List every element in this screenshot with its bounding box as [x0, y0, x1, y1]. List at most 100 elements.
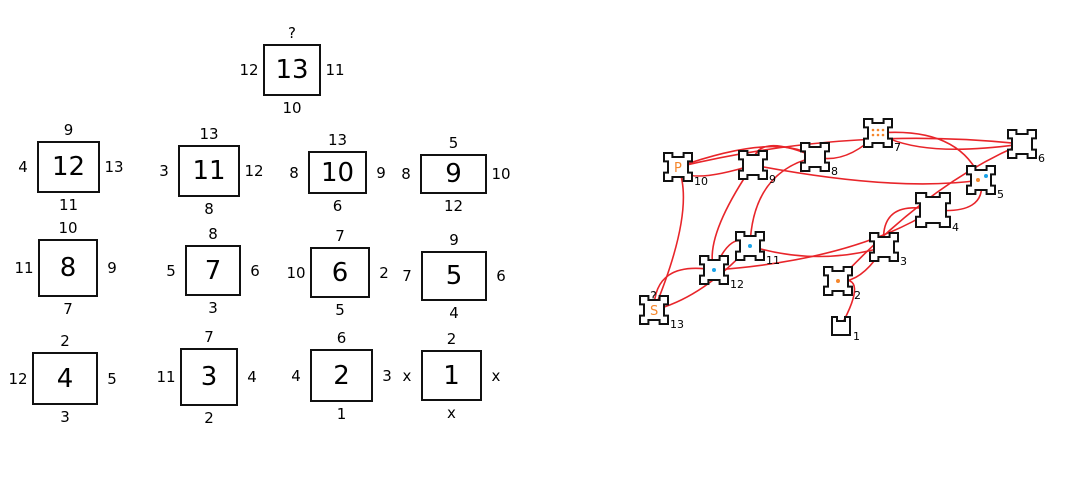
- tile-13-right-neighbor: 11: [325, 61, 345, 79]
- tile-number: 4: [56, 363, 74, 394]
- tile-8-top-neighbor: 10: [58, 219, 78, 237]
- tile-4-right-neighbor: 5: [107, 369, 117, 388]
- tile-3-top-neighbor: 7: [204, 328, 214, 346]
- edge-12-4: [713, 209, 934, 271]
- tile-1-right-neighbor: x: [491, 366, 501, 385]
- node-label: 11: [766, 254, 780, 267]
- node-label: 5: [997, 188, 1004, 201]
- tile-11-top-neighbor: 13: [199, 125, 219, 143]
- item-dot: [881, 133, 885, 137]
- tile-9-left-neighbor: 8: [401, 165, 411, 183]
- tile-12-top-neighbor: 9: [63, 121, 74, 139]
- castle-node-7: 7: [863, 118, 901, 154]
- tile-1-bottom-neighbor: x: [447, 404, 456, 422]
- tile-6-top-neighbor: 7: [335, 227, 345, 245]
- item-dot: [836, 279, 840, 283]
- tile-10-right-neighbor: 9: [376, 163, 386, 182]
- tile-11-left-neighbor: 3: [159, 162, 169, 180]
- tile-6-right-neighbor: 2: [379, 263, 389, 282]
- item-dot: [871, 133, 875, 137]
- tile-12-left-neighbor: 4: [18, 158, 28, 176]
- castle-node-1: 1: [831, 316, 860, 343]
- tile-4-bottom-neighbor: 3: [60, 408, 70, 426]
- tile-10-left-neighbor: 8: [289, 163, 299, 182]
- item-dot: [871, 128, 875, 132]
- tile-number: 9: [445, 159, 462, 189]
- tile-number: 8: [59, 253, 77, 283]
- tile-12-bottom-neighbor: 11: [58, 196, 79, 214]
- tile-10-bottom-neighbor: 6: [332, 197, 343, 215]
- castle-node-3: 3: [869, 232, 907, 268]
- marker-s: S: [650, 304, 658, 319]
- tile-5-top-neighbor: 9: [449, 231, 459, 249]
- tile-number: 12: [51, 152, 86, 182]
- tile-13-bottom-neighbor: 10: [282, 99, 302, 117]
- tile-11-bottom-neighbor: 8: [204, 200, 214, 218]
- node-label: 8: [831, 165, 838, 178]
- node-label: 12: [730, 278, 744, 291]
- tile-4-top-neighbor: 2: [60, 332, 70, 350]
- tile-number: 10: [320, 157, 355, 188]
- node-label: 7: [894, 141, 901, 154]
- tile-number: 2: [333, 360, 350, 391]
- node-label: 2: [854, 289, 861, 302]
- tile-9-bottom-neighbor: 12: [443, 197, 464, 215]
- tile-7-left-neighbor: 5: [166, 261, 176, 280]
- tile-13-left-neighbor: 12: [239, 61, 259, 79]
- marker-p: P: [674, 161, 682, 176]
- castle-node-11: 11: [735, 231, 780, 267]
- castle-node-13: 13: [639, 295, 684, 331]
- tile-number: 3: [200, 362, 218, 392]
- tile-10-top-neighbor: 13: [327, 131, 348, 149]
- edge-10-6: [677, 137, 1023, 168]
- tile-3-left-neighbor: 11: [156, 368, 176, 386]
- tile-number: 6: [331, 257, 349, 288]
- tile-6-bottom-neighbor: 5: [335, 301, 345, 319]
- tile-5-bottom-neighbor: 4: [449, 304, 459, 322]
- castle-node-4: 4: [915, 192, 959, 234]
- tile-2-top-neighbor: 6: [336, 329, 347, 347]
- edge-11-8: [749, 156, 816, 247]
- tile-3: 3: [180, 348, 238, 406]
- tile-7-top-neighbor: 8: [208, 225, 218, 243]
- castle-node-10: 10: [663, 152, 708, 188]
- tile-number: 7: [204, 255, 222, 286]
- tile-number: 11: [192, 156, 226, 186]
- tile-12: 12: [37, 141, 100, 193]
- tile-9-top-neighbor: 5: [448, 134, 459, 152]
- tile-8-right-neighbor: 9: [107, 259, 117, 277]
- node-label: 13: [670, 318, 684, 331]
- tile-13-top-neighbor: ?: [288, 24, 296, 42]
- edge-11-3: [749, 245, 885, 258]
- castle-node-2: 2: [823, 266, 861, 302]
- castle-node-8: 8: [800, 142, 838, 178]
- tile-4: 4: [32, 352, 98, 405]
- tile-3-right-neighbor: 4: [247, 368, 257, 386]
- tile-7: 7: [185, 245, 241, 296]
- tile-7-bottom-neighbor: 3: [208, 299, 218, 317]
- tile-5-left-neighbor: 7: [402, 267, 412, 285]
- tile-6-left-neighbor: 10: [286, 263, 306, 282]
- tile-11: 11: [178, 145, 240, 197]
- node-label: 1: [853, 330, 860, 343]
- tile-8: 8: [38, 239, 98, 297]
- tile-1: 1: [421, 350, 482, 401]
- item-dot: [748, 244, 752, 248]
- tile-number: 1: [443, 360, 460, 391]
- edge-9-5: [752, 164, 982, 185]
- tile-8-bottom-neighbor: 7: [63, 300, 73, 318]
- tile-4-left-neighbor: 12: [8, 369, 28, 388]
- tile-number: 5: [445, 261, 463, 291]
- tile-10: 10: [308, 151, 367, 194]
- tile-5-right-neighbor: 6: [496, 267, 506, 285]
- item-dot: [881, 128, 885, 132]
- tile-2-left-neighbor: 4: [291, 366, 301, 385]
- node-label: 4: [952, 221, 959, 234]
- node-label: 3: [900, 255, 907, 268]
- item-dot: [984, 174, 988, 178]
- tile-9-right-neighbor: 10: [491, 165, 511, 183]
- tile-7-right-neighbor: 6: [250, 261, 260, 280]
- tile-9: 9: [420, 154, 487, 194]
- castle-node-6: 6: [1007, 129, 1045, 165]
